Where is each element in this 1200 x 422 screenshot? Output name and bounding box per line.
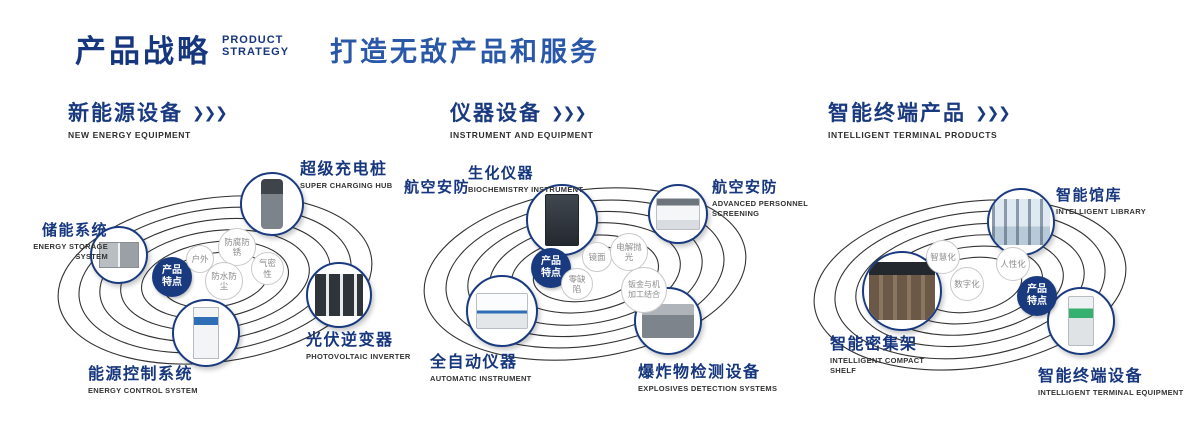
chevron-arrows-icon: ❯❯❯ — [551, 105, 587, 122]
page-slogan: 打造无敌产品和服务 — [330, 37, 600, 67]
label-intelligent-library: 智能馆库 INTELLIGENT LIBRARY — [1056, 187, 1147, 216]
chevron-arrows-icon: ❯❯❯ — [192, 105, 228, 122]
feature-bubble: 防腐防锈 — [218, 228, 256, 266]
section-heading-new-energy: 新能源设备❯❯❯ NEW ENERGY EQUIPMENT — [68, 102, 228, 140]
label-photovoltaic-inverter: 光伏逆变器 PHOTOVOLTAIC INVERTER — [306, 332, 411, 361]
label-aviation-security-left: 航空安防 — [404, 179, 471, 196]
feature-bubble: 镜面 — [582, 242, 612, 272]
node-energy-storage — [90, 226, 148, 284]
node-energy-control — [172, 299, 240, 367]
feature-bubble: 零缺陷 — [561, 268, 593, 300]
intelligent-terminal-image — [1068, 296, 1094, 346]
label-biochemistry-instrument: 生化仪器 BIOCHEMISTRY INSTRUMENT — [468, 165, 584, 194]
product-features-badge: 产品 特点 — [152, 257, 192, 297]
energy-storage-image — [99, 242, 139, 268]
automatic-instrument-image — [476, 293, 528, 329]
feature-bubble: 钣金与机加工结合 — [621, 267, 667, 313]
node-super-charging-hub — [240, 172, 304, 236]
energy-control-image — [193, 307, 219, 359]
biochemistry-instrument-image — [545, 194, 579, 246]
label-compact-shelf: 智能密集架 INTELLIGENT COMPACT SHELF — [830, 336, 925, 375]
section-heading-instrument: 仪器设备❯❯❯ INSTRUMENT AND EQUIPMENT — [450, 102, 594, 140]
page-subtitle: PRODUCT STRATEGY — [222, 34, 290, 59]
pv-inverter-image — [315, 274, 363, 316]
feature-bubble: 电解抛光 — [610, 233, 648, 271]
label-energy-control-system: 能源控制系统 ENERGY CONTROL SYSTEM — [88, 366, 198, 395]
page-title: 产品战略 — [75, 34, 211, 69]
label-super-charging-hub: 超级充电桩 SUPER CHARGING HUB — [300, 161, 393, 190]
feature-bubble: 人性化 — [996, 247, 1030, 281]
node-intelligent-library — [987, 188, 1055, 256]
feature-bubble: 智慧化 — [926, 240, 960, 274]
label-intelligent-terminal-equipment: 智能终端设备 INTELLIGENT TERMINAL EQUIPMENT — [1038, 368, 1184, 397]
product-features-badge: 产品 特点 — [1017, 276, 1057, 316]
feature-bubble: 防水防尘 — [205, 262, 243, 300]
label-aviation-security-right: 航空安防 ADVANCED PERSONNEL SCREENING — [712, 179, 808, 218]
label-energy-storage: 储能系统 ENERGY STORAGE SYSTEM — [33, 222, 108, 261]
label-automatic-instrument: 全自动仪器 AUTOMATIC INSTRUMENT — [430, 354, 532, 383]
section-heading-intelligent-terminal: 智能终端产品❯❯❯ INTELLIGENT TERMINAL PRODUCTS — [828, 102, 1011, 140]
node-photovoltaic-inverter — [306, 262, 372, 328]
chevron-arrows-icon: ❯❯❯ — [975, 105, 1011, 122]
personnel-screening-image — [656, 198, 700, 230]
intelligent-library-image — [992, 199, 1050, 245]
label-explosives-detection: 爆炸物检测设备 EXPLOSIVES DETECTION SYSTEMS — [638, 364, 778, 393]
node-compact-shelf — [862, 251, 942, 331]
node-automatic-instrument — [466, 275, 538, 347]
node-explosives-detection — [634, 287, 702, 355]
feature-bubble: 数字化 — [950, 267, 984, 301]
node-personnel-screening — [648, 184, 708, 244]
compact-shelf-image — [869, 262, 935, 320]
feature-bubble: 气密性 — [251, 252, 284, 285]
charging-pile-image — [261, 179, 283, 229]
node-intelligent-terminal — [1047, 287, 1115, 355]
